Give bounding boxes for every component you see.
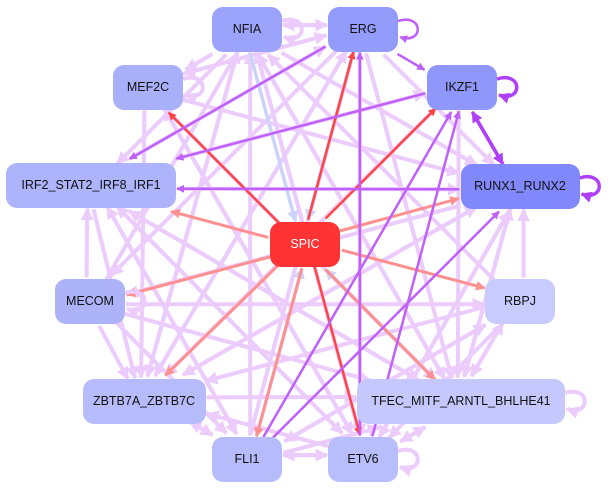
node-label: SPIC (290, 237, 320, 251)
edge-mecom-to-irf2 (80, 207, 94, 278)
node-label: MEF2C (126, 80, 170, 94)
self-loop-runx1 (578, 174, 601, 203)
node-label: IRF2_STAT2_IRF8_IRF1 (21, 178, 161, 192)
edge-erg-to-tfec (364, 52, 455, 380)
node-label: ETV6 (347, 452, 379, 466)
node-label: IKZF1 (444, 80, 480, 94)
self-loop-erg (397, 18, 419, 44)
edge-tfec-to-rbpj (469, 321, 505, 377)
node-label: RUNX1_RUNX2 (474, 179, 566, 193)
self-loop-etv6 (397, 447, 420, 477)
edge-ikzf1-to-tfec (451, 110, 465, 379)
self-loop-ikzf1 (496, 75, 519, 104)
edge-fli1-to-runx1 (272, 210, 500, 439)
self-loop-nfia (281, 17, 304, 47)
self-loop-mef2c (182, 75, 205, 105)
node-nfia[interactable]: NFIA (212, 6, 282, 52)
node-ikzf1[interactable]: IKZF1 (427, 64, 497, 110)
edge-fli1-to-zbtb (188, 420, 214, 437)
node-erg[interactable]: ERG (328, 6, 398, 52)
edge-spic-to-mef2c (167, 111, 280, 224)
edge-tfec-to-nfia (255, 52, 447, 380)
edge-spic-to-fli1 (254, 267, 304, 438)
edge-fli1-to-irf2 (105, 205, 239, 436)
edge-spic-to-mecom (125, 255, 271, 298)
node-fli1[interactable]: FLI1 (212, 436, 282, 482)
node-etv6[interactable]: ETV6 (328, 436, 398, 482)
node-label: FLI1 (234, 452, 260, 466)
node-irf2[interactable]: IRF2_STAT2_IRF8_IRF1 (6, 162, 176, 208)
edge-mecom-to-tfec (124, 311, 372, 384)
self-loop-mecom (124, 289, 147, 319)
node-spic[interactable]: SPIC (270, 221, 340, 267)
edge-mef2c-to-zbtb (134, 110, 148, 379)
node-label: NFIA (232, 22, 262, 36)
node-label: MECOM (66, 294, 114, 308)
edge-etv6-to-tfec (399, 425, 427, 444)
edge-spic-to-rbpj (341, 248, 486, 291)
edge-mef2c-to-runx1 (182, 97, 460, 177)
edge-ikzf1-to-irf2 (175, 92, 426, 161)
node-label: TFEC_MITF_ARNTL_BHLHE41 (371, 394, 551, 408)
edge-runx1-to-zbtb (181, 205, 478, 377)
edge-spic-to-erg (306, 50, 356, 221)
edge-spic-to-zbtb (164, 264, 280, 377)
edge-fli1-to-ikzf1 (262, 111, 453, 438)
edge-erg-to-irf2 (128, 45, 327, 160)
edge-erg-to-runx1 (382, 53, 496, 167)
edge-spic-to-ikzf1 (324, 107, 437, 220)
self-loop-tfec (564, 389, 587, 419)
edge-nfia-to-spic (248, 52, 299, 223)
edge-spic-to-irf2 (170, 209, 269, 239)
node-runx1[interactable]: RUNX1_RUNX2 (460, 163, 580, 209)
edge-mecom-to-zbtb (97, 324, 130, 381)
node-label: ZBTB7A_ZBTB7C (92, 394, 196, 408)
edge-etv6-to-irf2 (115, 204, 344, 435)
node-mecom[interactable]: MECOM (55, 278, 125, 324)
edge-runx1-to-ikzf1 (470, 111, 505, 165)
node-rbpj[interactable]: RBPJ (485, 278, 555, 324)
edge-spic-to-tfec (324, 268, 436, 381)
edge-spic-to-etv6 (313, 266, 362, 436)
edge-erg-to-ikzf1 (396, 52, 426, 71)
node-label: ERG (349, 22, 377, 36)
node-zbtb[interactable]: ZBTB7A_ZBTB7C (82, 378, 206, 424)
node-tfec[interactable]: TFEC_MITF_ARNTL_BHLHE41 (357, 378, 565, 424)
edge-etv6-to-mef2c (162, 107, 354, 435)
node-label: RBPJ (504, 294, 536, 308)
node-mef2c[interactable]: MEF2C (113, 64, 183, 110)
